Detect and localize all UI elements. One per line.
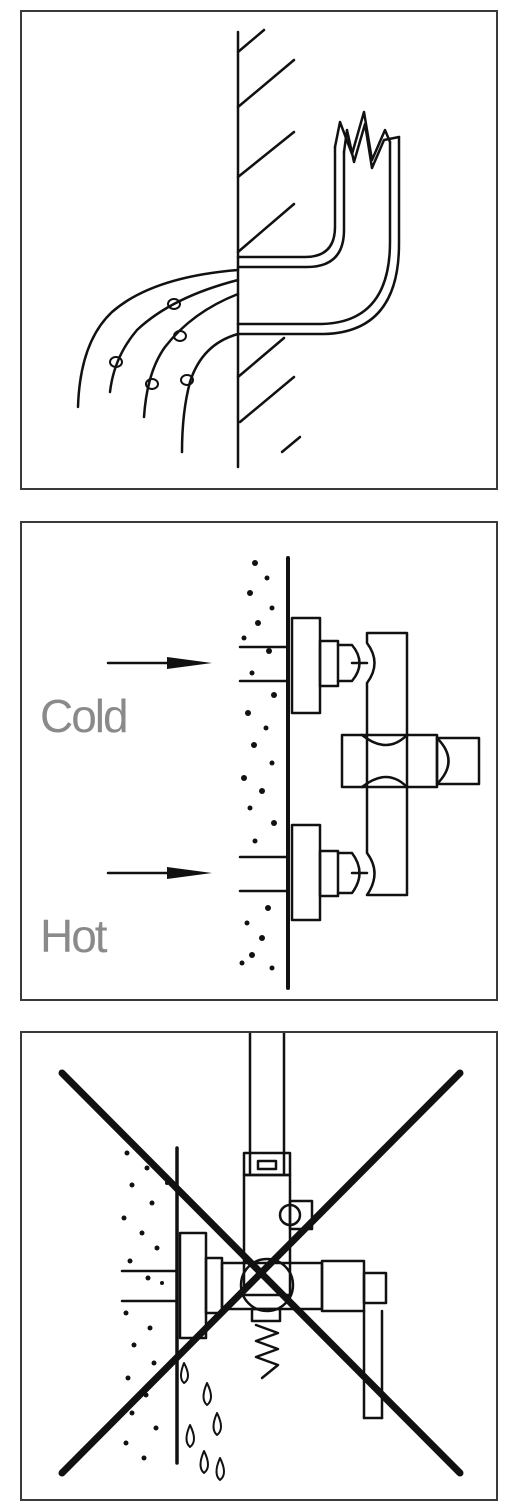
hot-inlet: [238, 823, 369, 922]
label-cold: Cold: [40, 690, 129, 742]
faucet-connection-icon: [106, 556, 481, 990]
cold-arrow: [106, 657, 212, 669]
panel-faucet-connection: Cold Hot: [20, 521, 498, 1001]
cross-mark: [58, 1069, 464, 1477]
wall-speckles: [239, 560, 277, 971]
panel-damaged-hose: [20, 10, 498, 490]
water-drops: [180, 1362, 225, 1481]
riser-pipe: [242, 1033, 314, 1297]
panel-incorrect-install: [20, 1031, 498, 1501]
incorrect-install-cross-icon: [58, 1033, 464, 1481]
damaged-hose-wall-icon: [76, 28, 401, 469]
wall-hatching: [236, 28, 302, 454]
mixer-body: [340, 631, 481, 897]
hose-bubbles: [109, 298, 194, 390]
cold-inlet: [238, 616, 369, 715]
leaking-spring: [250, 1307, 282, 1380]
inlet-pipe: [120, 1231, 224, 1340]
hot-arrow: [106, 867, 212, 879]
pipe: [236, 110, 401, 336]
wall-speckles: [121, 1150, 169, 1461]
hose: [76, 268, 240, 454]
label-hot: Hot: [40, 910, 108, 962]
